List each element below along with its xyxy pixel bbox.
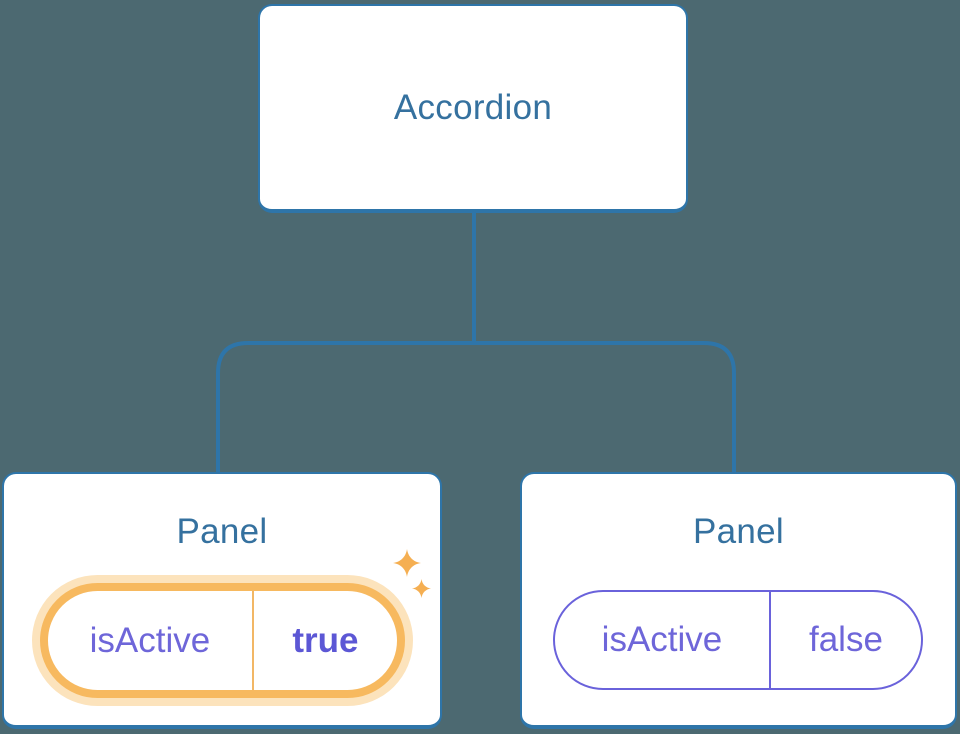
state-value-label: true [292, 620, 359, 660]
panel-node-label: Panel [692, 512, 785, 551]
sparkle-icon [412, 579, 431, 598]
accordion-node-label: Accordion [393, 87, 553, 127]
panel-node-label: Panel [176, 512, 268, 551]
tree-node-panel-inactive: Panel isActive false [520, 472, 957, 729]
tree-node-panel-active: Panel isActive true [2, 472, 442, 729]
state-value-label: false [808, 620, 883, 659]
state-key-label: isActive [555, 592, 771, 688]
state-pill-active: isActive true [40, 583, 405, 698]
tree-node-accordion: Accordion [258, 4, 688, 213]
state-pill-inactive: isActive false [553, 590, 923, 690]
state-key-label: isActive [48, 591, 254, 690]
sparkle-icon [393, 549, 421, 577]
